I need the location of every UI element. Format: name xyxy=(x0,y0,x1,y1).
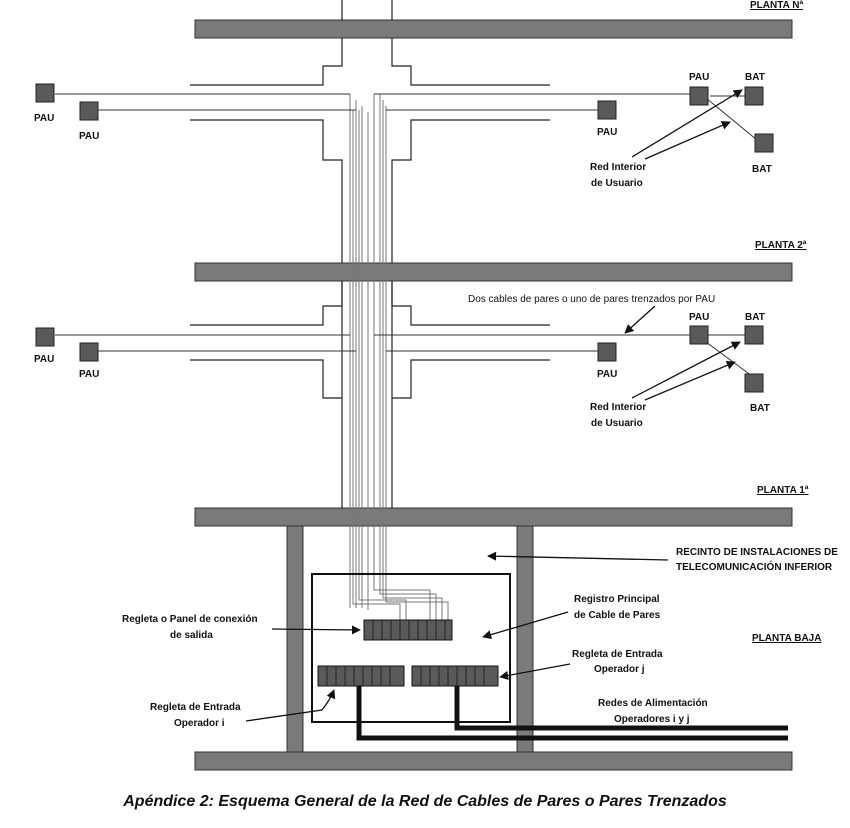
pointer-arrow xyxy=(644,121,731,160)
pointer-arrow xyxy=(644,360,736,401)
floor-slab-first xyxy=(194,507,793,527)
pau-box xyxy=(79,101,99,121)
user-network-label-line1: Red Interior xyxy=(590,162,646,173)
floor-label-second: PLANTA 2ª xyxy=(755,240,807,251)
entry-j-label-line1: Regleta de Entrada xyxy=(572,649,663,660)
pau-box xyxy=(689,86,709,106)
pau-box xyxy=(79,342,99,362)
entry-i-label-line2: Operador i xyxy=(174,718,225,729)
pau-label: PAU xyxy=(34,354,54,365)
floor-slab-basement xyxy=(194,751,793,771)
output-strip xyxy=(363,619,453,641)
output-strip-label-line2: de salida xyxy=(170,630,213,641)
pau-label: PAU xyxy=(34,113,54,124)
bat-label: BAT xyxy=(750,403,770,414)
pau-label: PAU xyxy=(79,369,99,380)
pointer-arrow xyxy=(631,341,741,399)
cable-bundle xyxy=(349,94,449,620)
pointer-arrow xyxy=(271,625,361,635)
entry-i-label-line1: Regleta de Entrada xyxy=(150,702,241,713)
pointer-arrow xyxy=(487,551,669,561)
pointer-arrow xyxy=(631,89,743,158)
user-network-label-line2: de Usuario xyxy=(591,178,643,189)
enclosure-label-line2: TELECOMUNICACIÓN INFERIOR xyxy=(676,560,833,573)
entry-strip-operator-i xyxy=(317,665,405,687)
main-register-label-line2: de Cable de Pares xyxy=(574,610,661,621)
pau-box xyxy=(35,83,55,103)
pointer-arrow xyxy=(499,663,571,680)
pointer-arrow xyxy=(482,611,569,640)
bat-label: BAT xyxy=(745,312,765,323)
feed-label-line2: Operadores i y j xyxy=(614,714,690,725)
bat-box xyxy=(744,86,764,106)
column-left xyxy=(286,525,304,753)
pau-label: PAU xyxy=(597,369,617,380)
entry-j-label-line2: Operador j xyxy=(594,664,645,675)
pau-label: PAU xyxy=(79,131,99,142)
bat-box xyxy=(744,325,764,345)
pau-label: PAU xyxy=(597,127,617,138)
floor-label-top: PLANTA Nª xyxy=(750,0,803,11)
pointer-arrow xyxy=(624,305,656,334)
output-strip-label-line1: Regleta o Panel de conexión xyxy=(122,614,258,625)
telecom-enclosure xyxy=(311,573,511,723)
floor-slab-top xyxy=(194,19,793,39)
user-network-label-line2: de Usuario xyxy=(591,418,643,429)
bat-label: BAT xyxy=(745,72,765,83)
feed-label-line1: Redes de Alimentación xyxy=(598,698,708,709)
pau-box xyxy=(597,100,617,120)
bat-box xyxy=(744,373,764,393)
branch-lines-second xyxy=(55,334,753,377)
bat-box xyxy=(754,133,774,153)
floor-slab-second xyxy=(194,262,793,282)
bat-label: BAT xyxy=(752,164,772,175)
column-right xyxy=(516,525,534,753)
cables-note: Dos cables de pares o uno de pares trenz… xyxy=(468,294,715,305)
pointer-arrow xyxy=(245,689,336,722)
pau-label: PAU xyxy=(689,312,709,323)
pau-label: PAU xyxy=(689,72,709,83)
pau-box xyxy=(689,325,709,345)
entry-strip-operator-j xyxy=(411,665,499,687)
pau-box xyxy=(35,327,55,347)
pau-box xyxy=(597,342,617,362)
user-network-label-line1: Red Interior xyxy=(590,402,646,413)
floor-label-ground: PLANTA BAJA xyxy=(752,633,821,644)
figure-caption: Apéndice 2: Esquema General de la Red de… xyxy=(122,793,727,810)
floor-label-first: PLANTA 1ª xyxy=(757,485,809,496)
main-register-label-line1: Registro Principal xyxy=(574,594,660,605)
operator-feed-cables xyxy=(356,686,788,741)
enclosure-label-line1: RECINTO DE INSTALACIONES DE xyxy=(676,547,838,558)
branch-lines-top xyxy=(55,93,758,141)
riser-shaft xyxy=(190,0,550,508)
